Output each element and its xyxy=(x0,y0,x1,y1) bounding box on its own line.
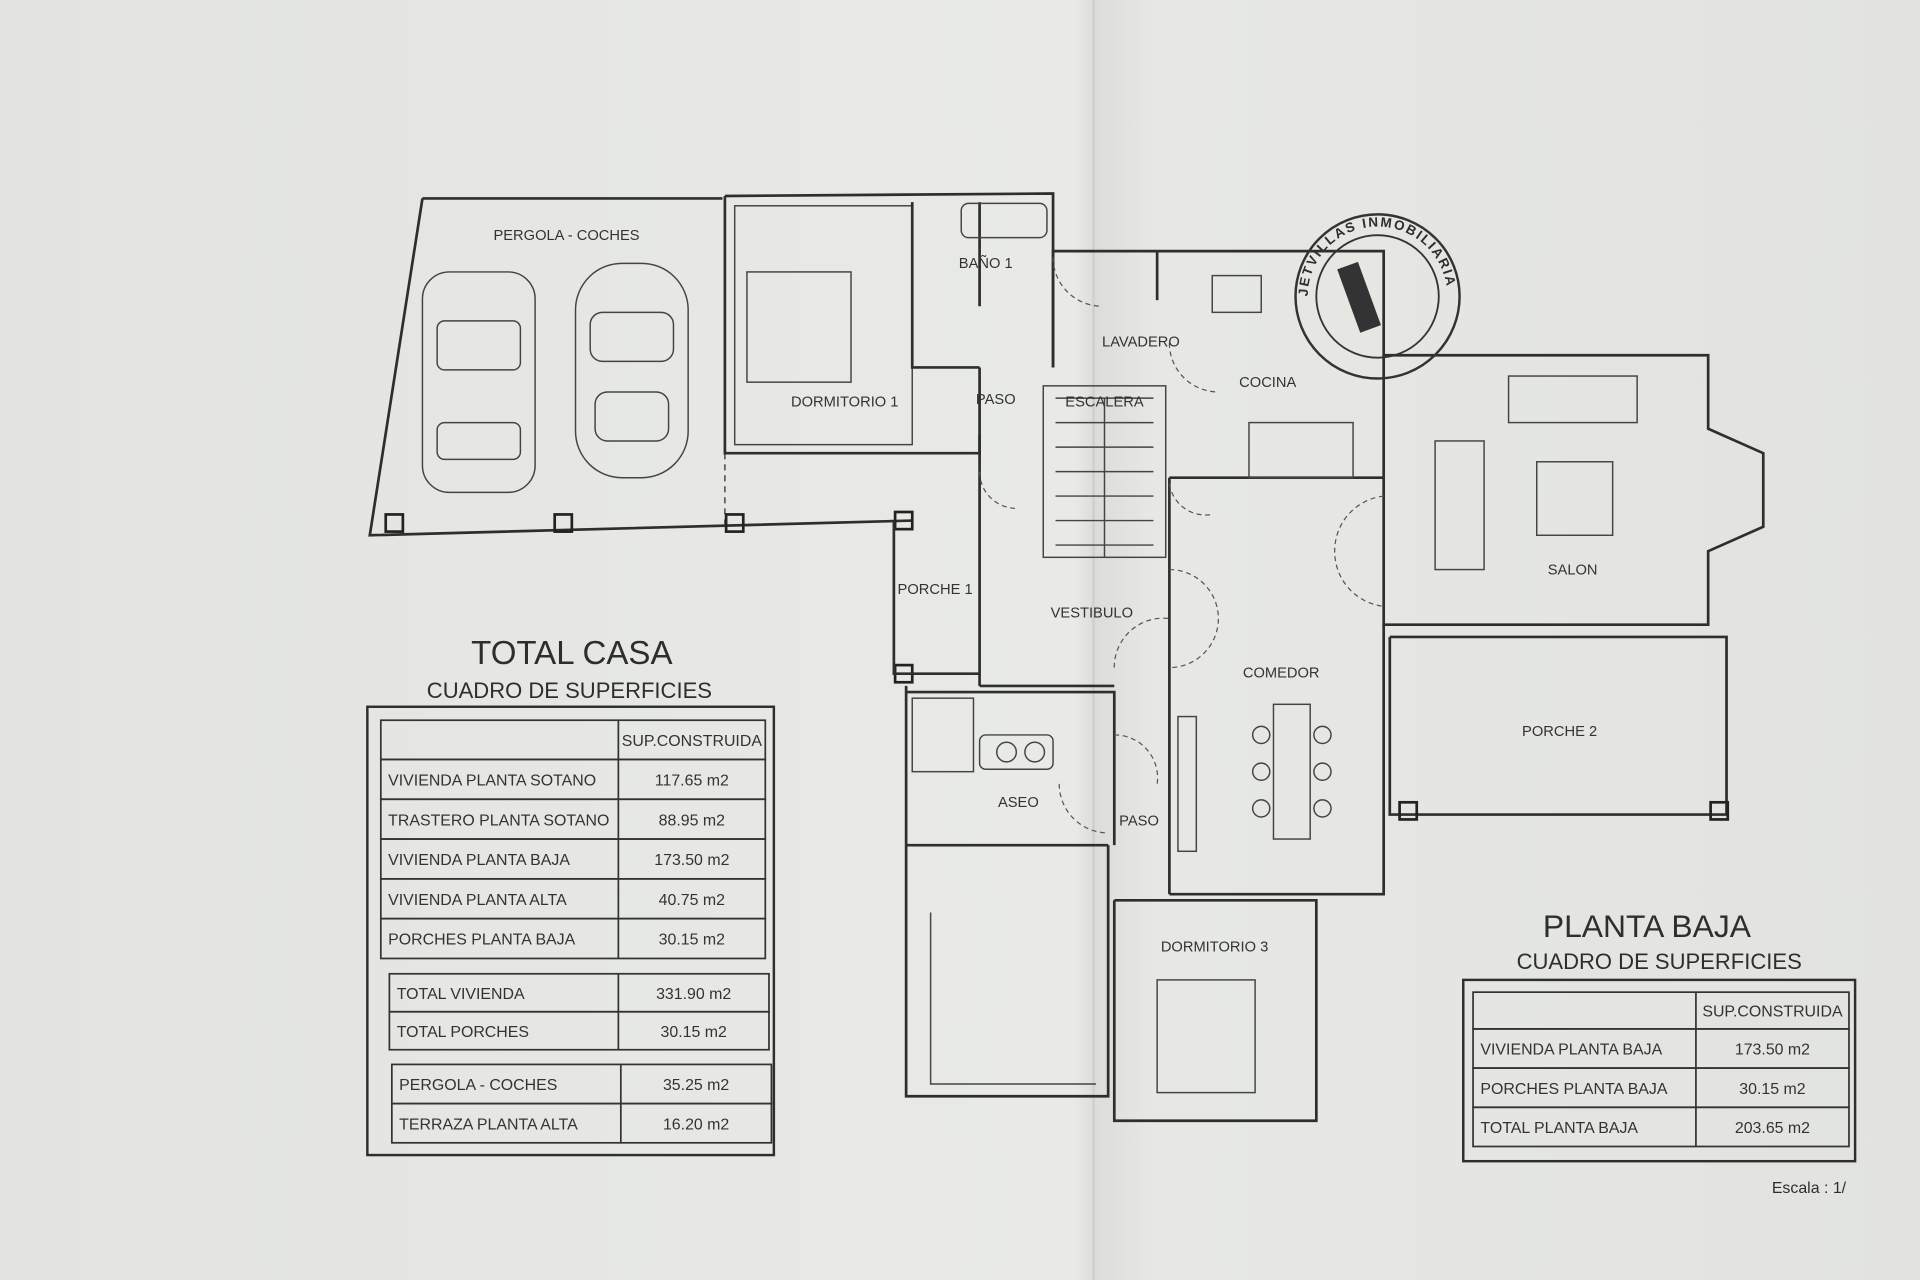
room-label-pergola: PERGOLA - COCHES xyxy=(493,228,639,244)
planta-baja-block: PLANTA BAJA CUADRO DE SUPERFICIES SUP.CO… xyxy=(1462,908,1857,1163)
room-label-comedor: COMEDOR xyxy=(1243,665,1320,681)
room-label-porche-1: PORCHE 1 xyxy=(898,582,973,598)
room-label-lavadero: LAVADERO xyxy=(1102,335,1180,351)
bed-icon xyxy=(746,271,852,383)
car-icon xyxy=(421,271,536,494)
total-casa-row-value: 40.75 m2 xyxy=(659,892,725,909)
bed-icon xyxy=(1156,979,1256,1094)
room-label-salon: SALON xyxy=(1548,562,1598,578)
total-casa-subtitle: CUADRO DE SUPERFICIES xyxy=(427,678,712,703)
sink-icon xyxy=(978,734,1054,770)
room-label-dormitorio-1: DORMITORIO 1 xyxy=(791,395,898,411)
total-casa-row-label: VIVIENDA PLANTA BAJA xyxy=(388,852,570,869)
room-label-bano-1: BAÑO 1 xyxy=(959,255,1013,272)
total-casa-row-label: TRASTERO PLANTA SOTANO xyxy=(388,812,609,829)
total-casa-row xyxy=(379,917,767,960)
planta-baja-row xyxy=(1472,1106,1850,1148)
total-casa-extras-row-label: TERRAZA PLANTA ALTA xyxy=(399,1116,578,1133)
total-casa-extras-row-label: PERGOLA - COCHES xyxy=(399,1077,557,1094)
planta-baja-row-label: PORCHES PLANTA BAJA xyxy=(1480,1081,1667,1098)
total-casa-row-label: PORCHES PLANTA BAJA xyxy=(388,932,575,949)
total-casa-totals-row-value: 331.90 m2 xyxy=(656,986,731,1003)
planta-baja-row-value: 203.65 m2 xyxy=(1735,1120,1810,1137)
total-casa-totals-row-label: TOTAL VIVIENDA xyxy=(397,986,525,1003)
planta-baja-table: SUP.CONSTRUIDA VIVIENDA PLANTA BAJA 173.50… xyxy=(1472,991,1850,1148)
total-casa-totals-row xyxy=(388,1010,770,1051)
room-labels: PERGOLA - COCHES DORMITORIO 1 BAÑO 1 PAS… xyxy=(493,228,1597,956)
walls xyxy=(723,192,1765,1123)
planta-baja-row-value: SUP.CONSTRUIDA xyxy=(1702,1004,1843,1021)
total-casa-row-label: VIVIENDA PLANTA SOTANO xyxy=(388,772,596,789)
total-casa-row-value: SUP.CONSTRUIDA xyxy=(622,733,763,750)
room-label-paso: PASO xyxy=(976,392,1016,408)
planta-baja-row-label: VIVIENDA PLANTA BAJA xyxy=(1480,1042,1662,1059)
planta-baja-row-label: TOTAL PLANTA BAJA xyxy=(1480,1120,1638,1137)
room-label-vestibulo: VESTIBULO xyxy=(1051,605,1133,621)
car-icon xyxy=(574,262,689,479)
total-casa-row-label: VIVIENDA PLANTA ALTA xyxy=(388,892,567,909)
planta-baja-title: PLANTA BAJA xyxy=(1543,908,1752,944)
bathtub-icon xyxy=(960,202,1048,239)
room-label-paso-2: PASO xyxy=(1119,814,1159,830)
dining-table-icon xyxy=(1272,703,1311,840)
sofa-icon xyxy=(1434,440,1485,571)
room-label-cocina: COCINA xyxy=(1239,375,1296,391)
total-casa-row-value: 30.15 m2 xyxy=(659,932,725,949)
total-casa-row-value: 173.50 m2 xyxy=(654,852,729,869)
room-label-porche-2: PORCHE 2 xyxy=(1522,724,1597,740)
dining-chairs xyxy=(1251,725,1332,818)
total-casa-row-value: 117.65 m2 xyxy=(655,772,729,789)
total-casa-totals-row-label: TOTAL PORCHES xyxy=(397,1024,529,1041)
sofa-icon xyxy=(1507,375,1638,424)
planta-baja-subtitle: CUADRO DE SUPERFICIES xyxy=(1517,949,1802,974)
room-label-aseo: ASEO xyxy=(998,795,1039,811)
room-label-dormitorio-3: DORMITORIO 3 xyxy=(1161,940,1268,956)
total-casa-totals-row-value: 30.15 m2 xyxy=(661,1024,727,1041)
total-casa-row-value: 88.95 m2 xyxy=(659,812,725,829)
total-casa-extras-row-value: 16.20 m2 xyxy=(663,1116,729,1133)
coffee-table-icon xyxy=(1536,461,1614,537)
room-label-escalera: ESCALERA xyxy=(1065,395,1144,411)
total-casa-block: TOTAL CASA CUADRO DE SUPERFICIES SUP.CON… xyxy=(366,635,776,1157)
total-casa-extras-row-value: 35.25 m2 xyxy=(663,1077,729,1094)
planta-baja-row-value: 30.15 m2 xyxy=(1739,1081,1805,1098)
total-casa-title: TOTAL CASA xyxy=(471,635,672,672)
planta-baja-row-value: 173.50 m2 xyxy=(1735,1042,1810,1059)
total-casa-extras-row xyxy=(390,1102,773,1144)
scale-label: Escala : 1/ xyxy=(1772,1180,1847,1197)
total-casa-table: SUP.CONSTRUIDA VIVIENDA PLANTA SOTANO 117.… xyxy=(379,719,773,1144)
